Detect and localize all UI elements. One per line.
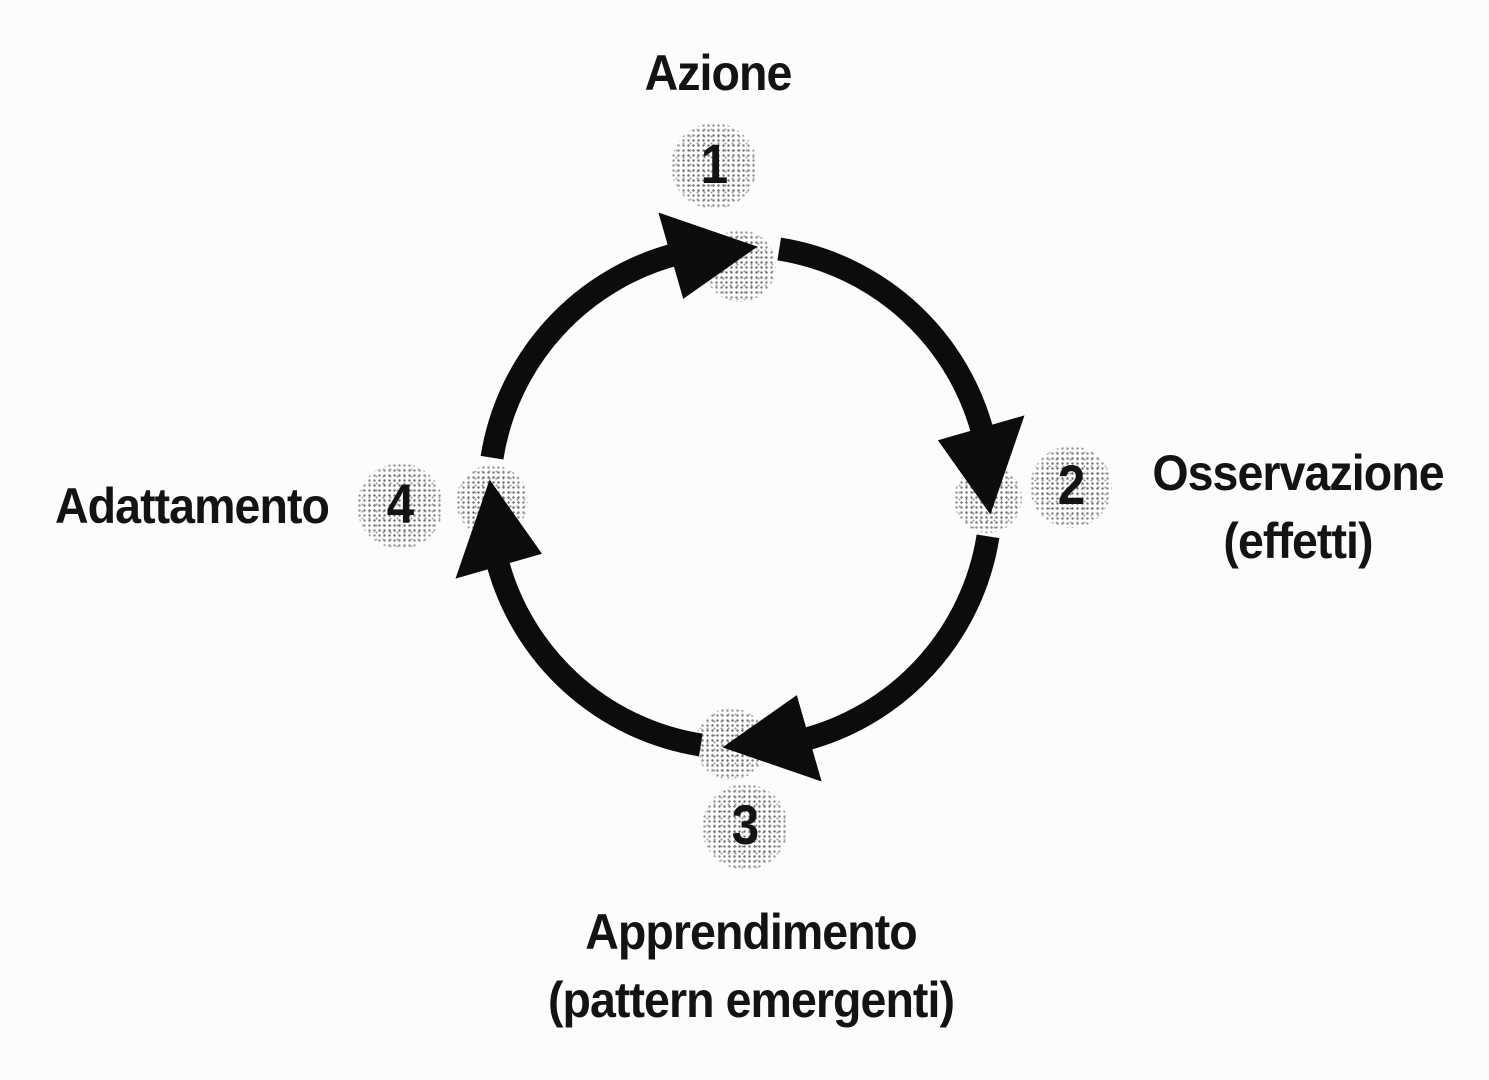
step-2-number: 2 <box>1057 453 1085 516</box>
ring-arcs <box>480 237 1000 757</box>
arrowhead-right-icon <box>937 415 1025 515</box>
step-1-label: Azione <box>644 39 793 107</box>
step-2-sublabel-text: (effetti) <box>1223 513 1373 569</box>
step-2-label-text: Osservazione <box>1152 445 1444 501</box>
step-3-badge: 3 <box>702 784 788 870</box>
step-3-sublabel-text: (pattern emergenti) <box>547 972 955 1028</box>
ring-arc-bottom-right <box>797 534 1000 752</box>
arrowhead-left-icon <box>455 479 542 579</box>
step-2-badge: 2 <box>1030 446 1112 528</box>
arrowhead-bottom-icon <box>722 695 822 782</box>
step-2-label: Osservazione (effetti) <box>1152 439 1444 575</box>
step-3-label-text: Apprendimento <box>585 904 917 960</box>
ring-arc-top-right <box>777 237 995 440</box>
step-4-label: Adattamento <box>55 472 330 540</box>
step-3-number: 3 <box>731 793 759 856</box>
step-4-label-text: Adattamento <box>55 478 330 534</box>
step-1-label-text: Azione <box>644 45 793 101</box>
step-3-label: Apprendimento (pattern emergenti) <box>547 898 955 1034</box>
arrowhead-top-icon <box>658 212 758 299</box>
step-1-number: 1 <box>700 132 728 195</box>
step-4-badge: 4 <box>357 463 443 549</box>
ring-arrowheads <box>455 212 1025 782</box>
ring-arc-bottom-left <box>485 555 703 757</box>
step-4-number: 4 <box>386 472 414 535</box>
ring-arc-top-left <box>480 242 683 460</box>
step-1-badge: 1 <box>671 123 757 209</box>
